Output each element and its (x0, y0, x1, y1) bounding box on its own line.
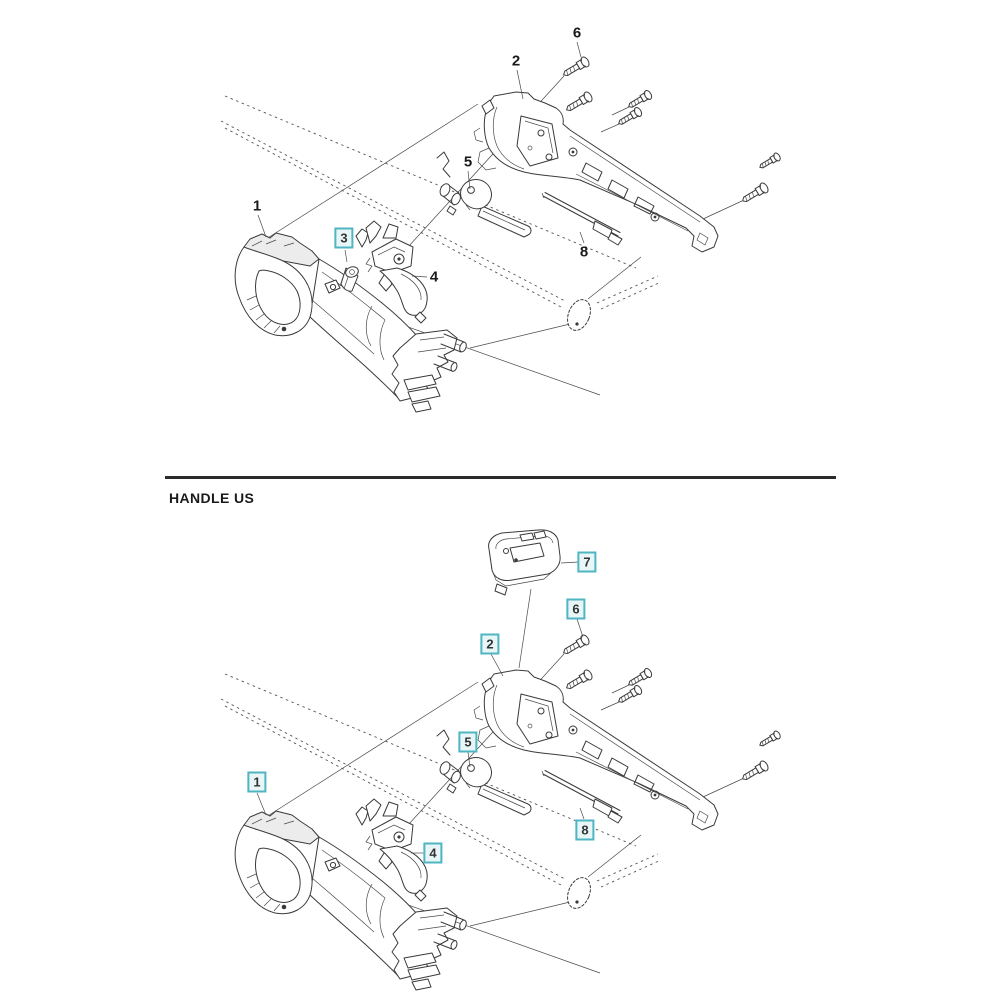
leader-lines-top (258, 42, 584, 277)
callout-3-top: 3 (334, 227, 354, 249)
callout-4-bottom: 4 (423, 842, 443, 864)
callout-2-top: 2 (511, 52, 521, 70)
section-title: HANDLE US (169, 490, 255, 506)
callout-4-top: 4 (429, 268, 439, 286)
callout-6-bottom: 6 (566, 598, 586, 620)
exploded-view-top (221, 56, 782, 412)
part-module (489, 530, 579, 668)
callout-8-bottom: 8 (575, 819, 595, 841)
callout-6-top: 6 (572, 24, 582, 42)
callout-7-bottom: 7 (577, 551, 597, 573)
exploded-view-bottom (221, 634, 782, 990)
callout-2-bottom: 2 (480, 633, 500, 655)
part-knob (340, 265, 360, 291)
diagram-top (221, 42, 782, 412)
diagram-bottom (221, 530, 782, 990)
section-divider (165, 476, 836, 479)
callout-5-bottom: 5 (458, 731, 478, 753)
callout-5-top: 5 (463, 153, 473, 171)
callout-8-top: 8 (579, 243, 589, 261)
callout-1-bottom: 1 (247, 771, 267, 793)
callout-1-top: 1 (252, 197, 262, 215)
